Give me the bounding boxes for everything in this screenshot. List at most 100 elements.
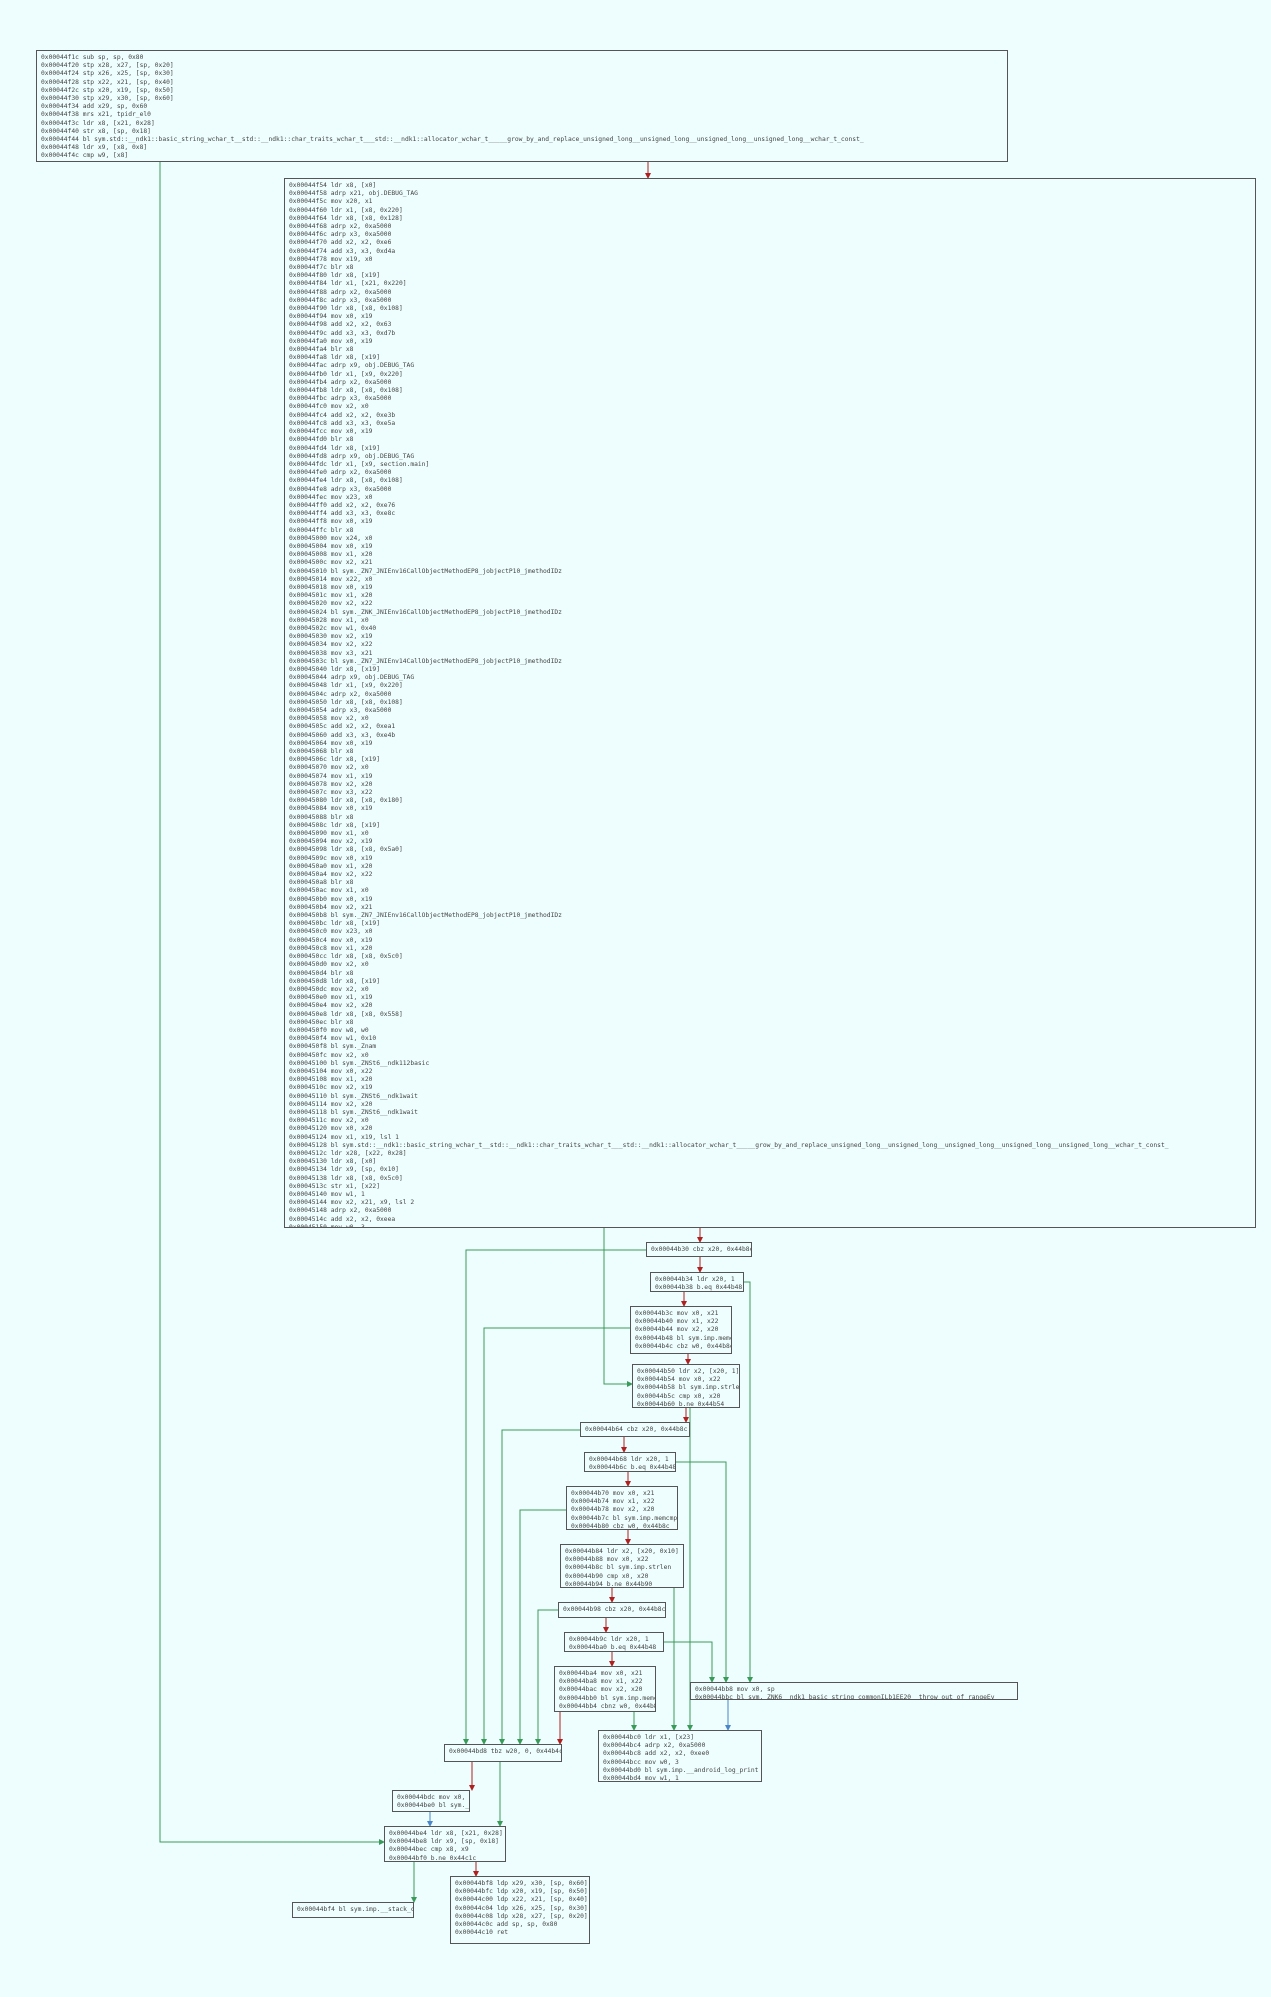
asm-line: 0x00044f54 ldr x8, [x0] xyxy=(289,182,377,189)
asm-line: 0x0004503c bl sym._ZN7_JNIEnv14CallObjec… xyxy=(289,657,562,665)
asm-line: 0x00045074 mov x1, x19 xyxy=(289,772,373,780)
asm-line: 0x00044f5c mov x20, x1 xyxy=(289,198,373,206)
asm-line: 0x00045088 blr x8 xyxy=(289,813,354,821)
asm-line: 0x00045144 mov x2, x21, x9, lsl 2 xyxy=(289,1199,415,1207)
asm-line: 0x000450a8 blr x8 xyxy=(289,879,354,887)
asm-line: 0x00044bec cmp x8, x9 xyxy=(389,1846,469,1854)
asm-line: 0x00044b88 mov x0, x22 xyxy=(565,1556,649,1564)
asm-line: 0x00045078 mov x2, x20 xyxy=(289,780,373,788)
asm-line: 0x00044bb8 mov x0, sp xyxy=(695,1686,775,1693)
asm-line: 0x00045128 bl sym.std::__ndk1::basic_str… xyxy=(289,1141,1169,1149)
asm-line: 0x00044b60 b.ne 0x44b54 xyxy=(637,1400,725,1408)
asm-line: 0x00044fd8 adrp x9, obj.DEBUG_TAG xyxy=(289,452,415,460)
asm-line: 0x00044b48 bl sym.imp.memcmp xyxy=(635,1334,732,1342)
asm-line: 0x000450a0 mov x1, x20 xyxy=(289,862,373,870)
asm-line: 0x00045018 mov x0, x19 xyxy=(289,583,373,591)
asm-line: 0x00044b68 ldr x20, 1 xyxy=(589,1456,669,1463)
asm-line: 0x00045010 bl sym._ZN7_JNIEnv16CallObjec… xyxy=(289,567,562,575)
asm-line: 0x000450ac mov x1, x0 xyxy=(289,887,369,895)
asm-line: 0x00044b5c cmp x0, x20 xyxy=(637,1392,721,1400)
asm-line: 0x00044f44 bl sym.std::__ndk1::basic_str… xyxy=(41,136,864,144)
asm-line: 0x00044fb8 ldr x8, [x8, 0x108] xyxy=(289,387,403,395)
asm-line: 0x00044b3c mov x0, x21 xyxy=(635,1310,719,1317)
asm-line: 0x00044c00 ldp x22, x21, [sp, 0x40] xyxy=(455,1896,588,1904)
edge-b7-b16 xyxy=(499,1429,580,1745)
edge-b2-b6 xyxy=(603,1228,633,1387)
asm-line: 0x00045108 mov x1, x20 xyxy=(289,1076,373,1084)
edge-b9-b16 xyxy=(517,1509,566,1745)
asm-line: 0x00044fa4 blr x8 xyxy=(289,346,354,354)
asm-line: 0x00044f20 stp x28, x27, [sp, 0x20] xyxy=(41,62,174,70)
asm-line: 0x00044fc8 add x3, x3, 0xe5a xyxy=(289,419,396,427)
asm-line: 0x00045080 ldr x8, [x8, 0x180] xyxy=(289,797,403,805)
asm-line: 0x00045044 adrp x9, obj.DEBUG_TAG xyxy=(289,674,415,682)
asm-line: 0x0004505c add x2, x2, 0xea1 xyxy=(289,723,396,731)
asm-line: 0x00044ffc blr x8 xyxy=(289,526,354,534)
asm-line: 0x00044f74 add x3, x3, 0xd4a xyxy=(289,247,396,255)
asm-line: 0x00044b50 ldr x2, [x20, 1] xyxy=(637,1368,740,1375)
asm-line: 0x00044bdc mov x0, x19 xyxy=(397,1794,466,1801)
asm-line: 0x00045114 mov x2, x20 xyxy=(289,1100,373,1108)
asm-line: 0x00045060 add x3, x3, 0xe4b xyxy=(289,731,396,739)
asm-line: 0x00044f4c cmp w9, [x8] xyxy=(41,152,129,160)
asm-line: 0x00044ff8 mov x0, x19 xyxy=(289,518,373,526)
asm-line: 0x00044ba8 mov x1, x22 xyxy=(559,1678,643,1686)
edge-b5-b16 xyxy=(481,1327,630,1745)
asm-line: 0x00044b8c bl sym.imp.strlen xyxy=(565,1564,672,1572)
asm-line: 0x0004507c mov x3, x22 xyxy=(289,789,373,797)
code-block-b2: 0x00044f54 ldr x8, [x0]0x00044f58 adrp x… xyxy=(284,178,1256,1228)
asm-line: 0x00044bd4 mov w1, 1 xyxy=(603,1775,679,1782)
edge-b3-b16 xyxy=(463,1249,646,1745)
asm-line: 0x000450b8 bl sym._ZN7_JNIEnv16CallObjec… xyxy=(289,912,562,920)
asm-line: 0x00045098 ldr x8, [x8, 0x5a0] xyxy=(289,846,403,854)
asm-line: 0x00044f70 add x2, x2, 0xe6 xyxy=(289,239,392,247)
asm-line: 0x00044f84 ldr x1, [x21, 0x220] xyxy=(289,280,407,288)
asm-line: 0x00044f3c ldr x8, [x21, 0x28] xyxy=(41,119,155,127)
asm-line: 0x00044b9c ldr x20, 1 xyxy=(569,1636,649,1643)
asm-line: 0x0004509c mov x0, x19 xyxy=(289,854,373,862)
code-block-b10: 0x00044b84 ldr x2, [x20, 0x10]0x00044b88… xyxy=(560,1544,684,1588)
edge-b1-b18 xyxy=(159,162,385,1845)
asm-line: 0x00044f94 mov x0, x19 xyxy=(289,313,373,321)
code-block-b20: 0x00044bf8 ldp x29, x30, [sp, 0x60]0x000… xyxy=(450,1876,590,1944)
asm-line: 0x00044b94 b.ne 0x44b90 xyxy=(565,1580,653,1588)
asm-line: 0x00044c04 ldp x26, x25, [sp, 0x30] xyxy=(455,1904,588,1912)
asm-line: 0x00044bc4 adrp x2, 0xa5000 xyxy=(603,1742,706,1750)
asm-line: 0x00045008 mov x1, x20 xyxy=(289,551,373,559)
asm-line: 0x00044b40 mov x1, x22 xyxy=(635,1318,719,1326)
code-block-b7: 0x00044b64 cbz x20, 0x44b8c xyxy=(580,1422,690,1437)
asm-line: 0x00044f50 b.eq 0x44ff4 xyxy=(41,161,1003,162)
asm-line: 0x00045084 mov x0, x19 xyxy=(289,805,373,813)
asm-line: 0x00045124 mov x1, x19, lsl 1 xyxy=(289,1133,399,1141)
asm-line: 0x00044ff4 add x3, x3, 0xe8c xyxy=(289,510,396,518)
asm-line: 0x00044fd4 ldr x8, [x19] xyxy=(289,444,380,452)
asm-line: 0x000450d4 blr x8 xyxy=(289,969,354,977)
asm-line: 0x000450e4 mov x2, x20 xyxy=(289,1002,373,1010)
asm-line: 0x00044be4 ldr x8, [x21, 0x28] xyxy=(389,1830,503,1837)
asm-line: 0x0004506c ldr x8, [x19] xyxy=(289,756,380,764)
asm-line: 0x00044be8 ldr x9, [sp, 0x18] xyxy=(389,1838,499,1846)
asm-line: 0x00045120 mov x0, x20 xyxy=(289,1125,373,1133)
asm-line: 0x00044ff0 add x2, x2, 0xe76 xyxy=(289,501,396,509)
asm-line: 0x00044f34 add x29, sp, 0x60 xyxy=(41,103,148,111)
asm-line: 0x00044f58 adrp x21, obj.DEBUG_TAG xyxy=(289,190,418,198)
asm-line: 0x00045000 mov x24, x0 xyxy=(289,534,373,542)
asm-line: 0x00044b64 cbz x20, 0x44b8c xyxy=(585,1426,688,1433)
asm-line: 0x00044b7c bl sym.imp.memcmp xyxy=(571,1514,678,1522)
asm-line: 0x00044fa8 ldr x8, [x19] xyxy=(289,354,380,362)
asm-line: 0x00044f24 stp x26, x25, [sp, 0x30] xyxy=(41,70,174,78)
asm-line: 0x00044fb4 adrp x2, 0xa5000 xyxy=(289,378,392,386)
asm-line: 0x00044b34 ldr x20, 1 xyxy=(655,1276,735,1283)
code-block-b6: 0x00044b50 ldr x2, [x20, 1]0x00044b54 mo… xyxy=(632,1364,740,1408)
asm-line: 0x00044fdc ldr x1, [x9, section.main] xyxy=(289,460,430,468)
asm-line: 0x00045090 mov x1, x0 xyxy=(289,830,369,838)
asm-line: 0x00045064 mov x0, x19 xyxy=(289,739,373,747)
asm-line: 0x00044b84 ldr x2, [x20, 0x10] xyxy=(565,1548,679,1555)
asm-line: 0x0004512c ldr x28, [x22, 0x28] xyxy=(289,1149,407,1157)
asm-line: 0x00044fe8 adrp x3, 0xa5000 xyxy=(289,485,392,493)
